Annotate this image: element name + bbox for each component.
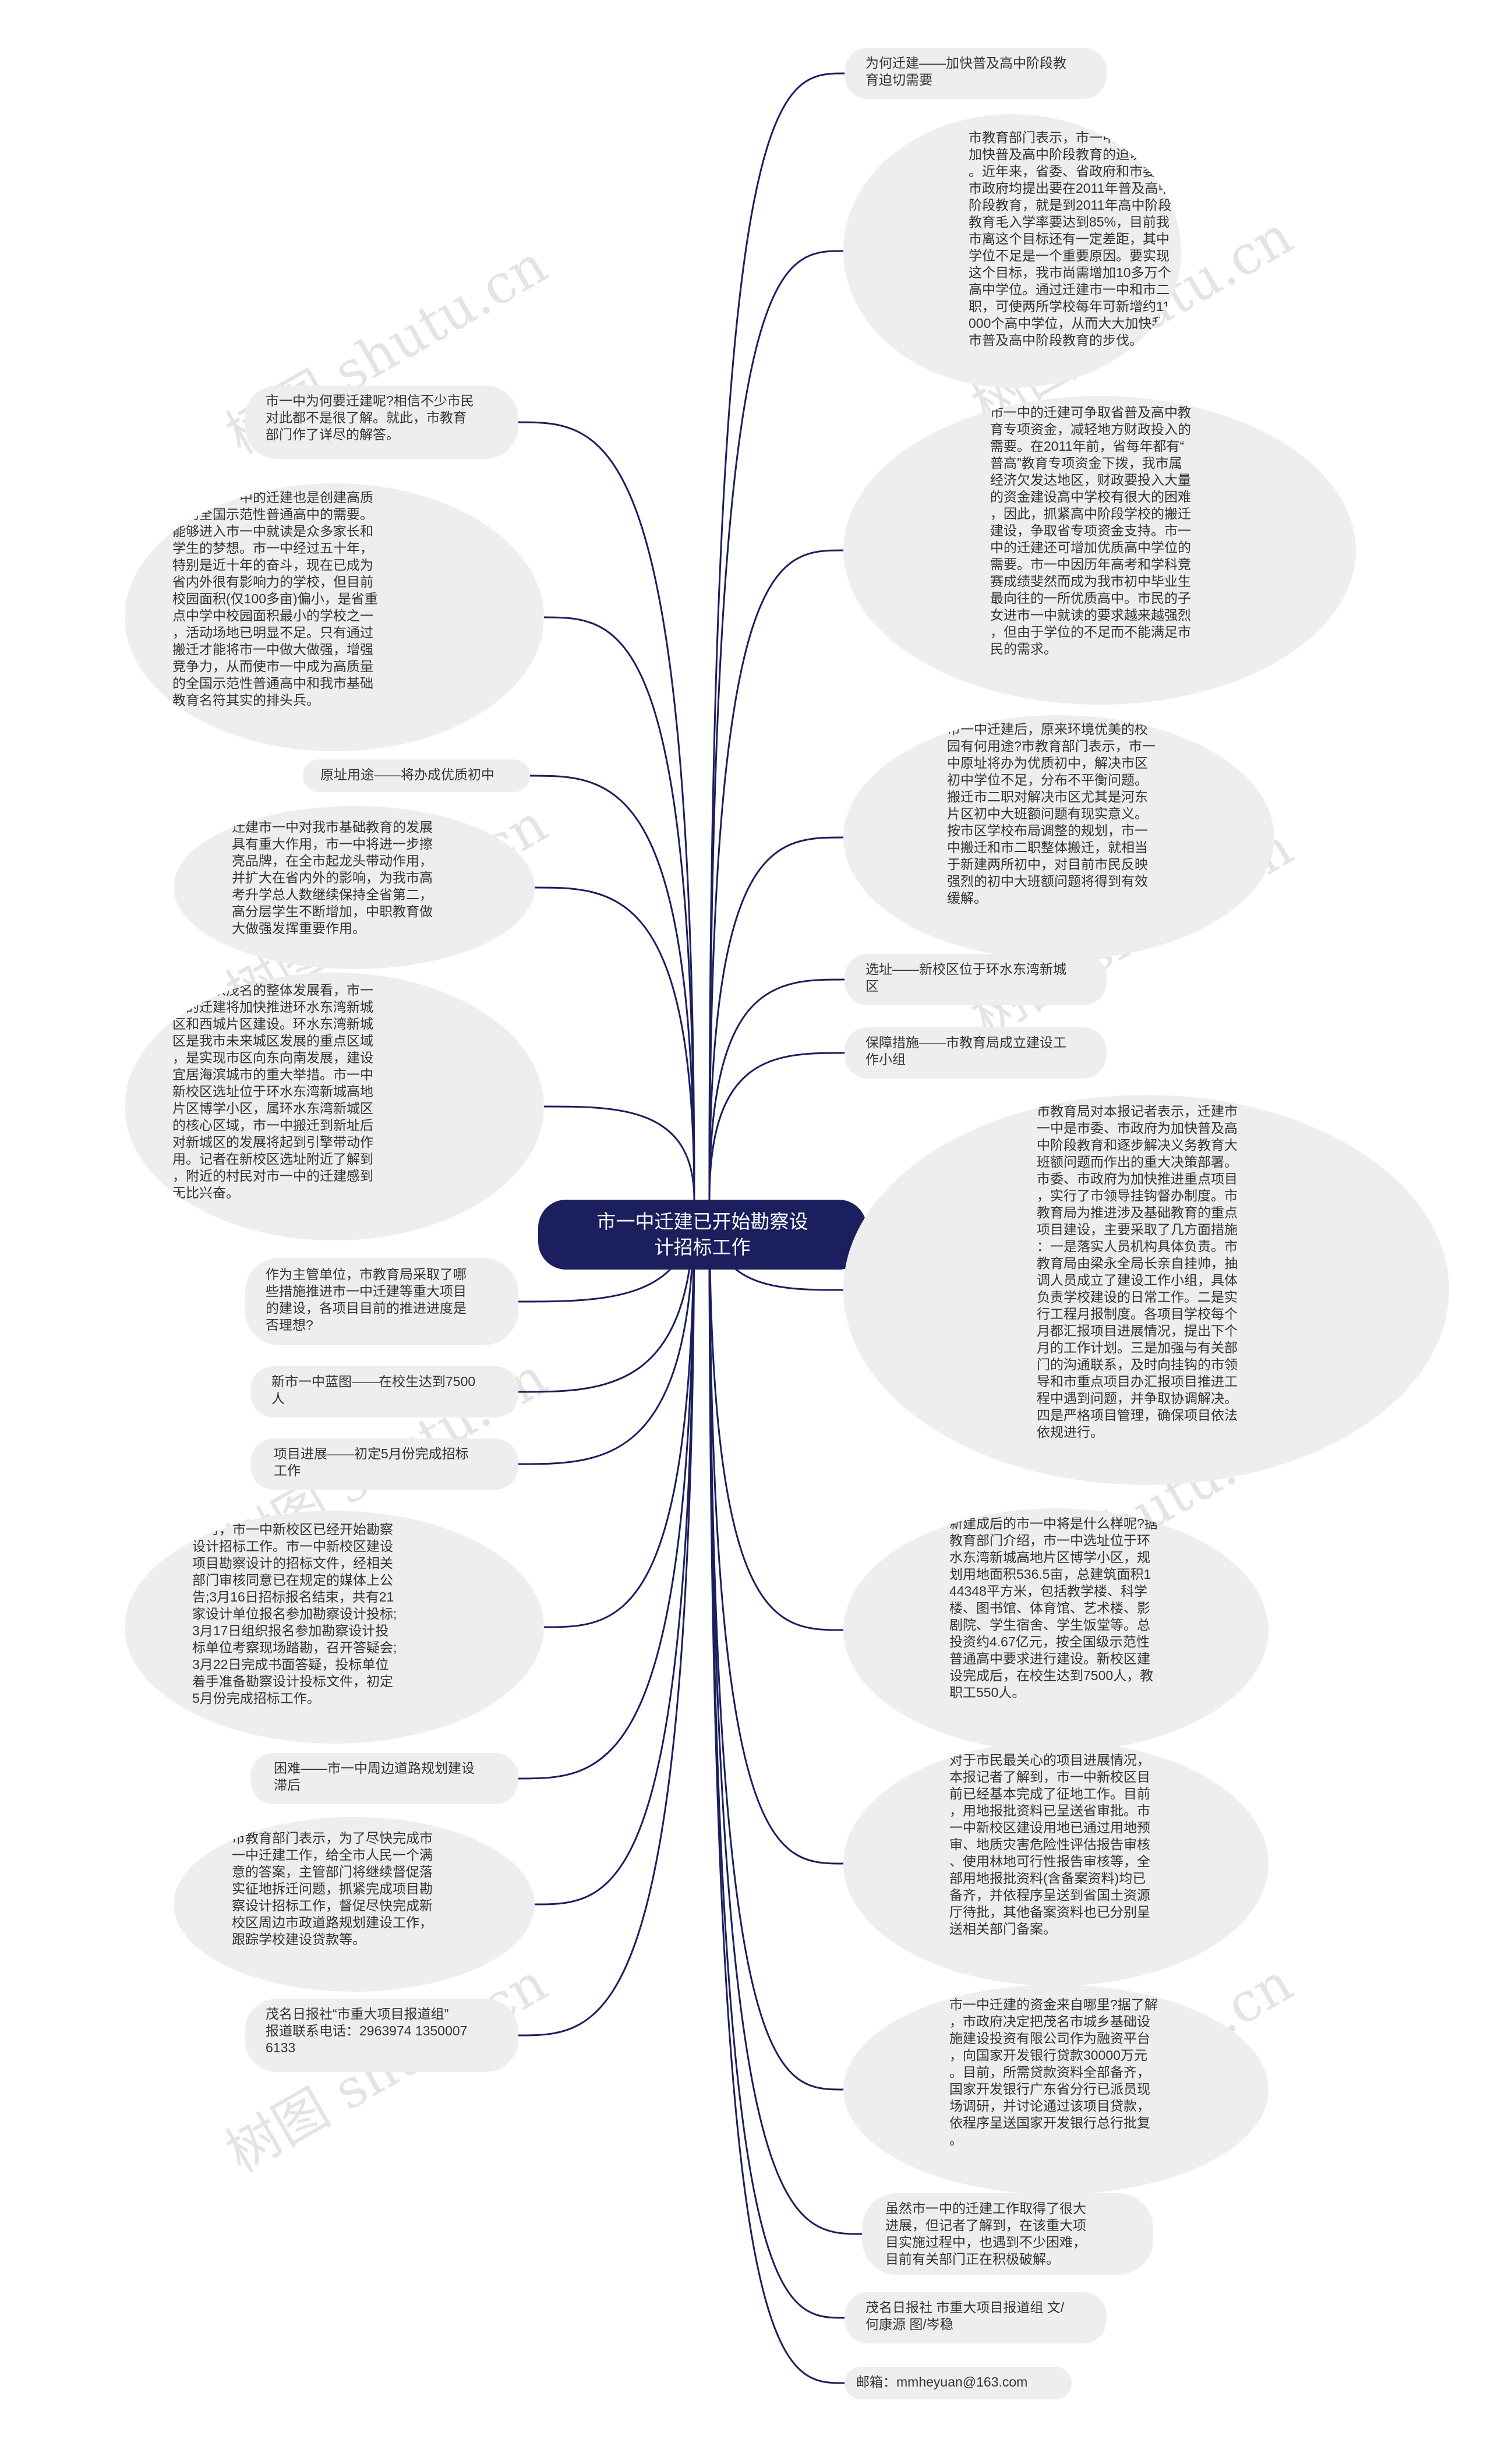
connector-l5: [543, 1105, 695, 1200]
connector-r4: [708, 836, 844, 1200]
connector-l4: [534, 886, 695, 1200]
connector-r11: [708, 1199, 863, 2235]
topic-node[interactable]: 困难——市一中周边道路规划建设 滞后: [250, 1753, 518, 1804]
topic-node[interactable]: 同时，市一中新校区已经开始勘察 设计招标工作。市一中新校区建设 项目勘察设计的招…: [125, 1511, 544, 1744]
topic-node[interactable]: 市一中的迁建可争取省普及高中教 育专项资金，减轻地方财政投入的 需要。在2011…: [843, 396, 1356, 705]
topic-node[interactable]: 迁建市一中对我市基础教育的发展 具有重大作用，市一中将进一步擦 亮品牌，在全市起…: [174, 806, 535, 969]
connector-l11: [534, 1199, 695, 1906]
connector-l1: [518, 421, 695, 1200]
root-topic[interactable]: 市一中迁建已开始勘察设 计招标工作: [538, 1200, 867, 1270]
topic-node[interactable]: 虽然市一中的迁建工作取得了很大 进展，但记者了解到，在该重大项 目实施过程中，也…: [862, 2193, 1153, 2275]
connector-l12: [518, 1199, 695, 2037]
topic-node[interactable]: 市教育部门表示，为了尽快完成市 一中迁建工作，给全市人民一个满 意的答案，主管部…: [174, 1817, 535, 1992]
connector-r5: [708, 978, 845, 1200]
topic-node[interactable]: 市一中迁建后，原来环境优美的校 园有何用途?市教育部门表示，市一 中原址将办为优…: [843, 715, 1274, 960]
connector-l9: [543, 1199, 695, 1628]
topic-node[interactable]: 市一中为何要迁建呢?相信不少市民 对此都不是很了解。就此，市教育 部门作了详尽的…: [245, 386, 518, 459]
connector-r6: [708, 1052, 845, 1200]
connector-r12: [708, 1199, 845, 2319]
topic-node[interactable]: 市教育局对本报记者表示，迁建市 一中是市委、市政府为加快普及高 中阶段教育和逐步…: [843, 1095, 1449, 1485]
topic-node[interactable]: 市教育部门表示，市一中的迁建是 加快普及高中阶段教育的迫切需要 。近年来，省委、…: [843, 114, 1181, 388]
topic-node[interactable]: 作为主管单位，市教育局采取了哪 些措施推进市一中迁建等重大项目 的建设，各项目目…: [245, 1258, 518, 1345]
topic-node[interactable]: 原址用途——将办成优质初中: [303, 759, 530, 792]
connector-r13: [708, 1199, 845, 2384]
connector-r3: [708, 549, 844, 1200]
topic-node[interactable]: 新建成后的市一中将是什么样呢?据 教育部门介绍，市一中选址位于环 水东湾新城高地…: [843, 1508, 1269, 1752]
topic-node[interactable]: 同时，市一中的迁建也是创建高质 量的全国示范性普通高中的需要。 能够进入市一中就…: [125, 483, 544, 751]
connector-l2: [543, 616, 695, 1200]
connector-l7: [518, 1199, 695, 1393]
topic-node[interactable]: 项目进展——初定5月份完成招标 工作: [250, 1438, 518, 1490]
topic-node[interactable]: 选址——新校区位于环水东湾新城 区: [845, 954, 1107, 1005]
topic-node[interactable]: 茂名日报社 市重大项目报道组 文/ 何康源 图/岑稳: [845, 2292, 1107, 2343]
connector-r1: [708, 72, 845, 1200]
topic-node[interactable]: 另外，从茂名的整体发展看，市一 中的迁建将加快推进环水东湾新城 区和西城片区建设…: [125, 973, 544, 1240]
connector-l8: [518, 1199, 695, 1465]
topic-node[interactable]: 为何迁建——加快普及高中阶段教 育迫切需要: [845, 48, 1107, 99]
connector-r10: [708, 1199, 844, 2091]
topic-node[interactable]: 茂名日报社“市重大项目报道组” 报道联系电话：2963974 1350007 6…: [245, 1999, 518, 2072]
topic-node[interactable]: 保障措施——市教育局成立建设工 作小组: [845, 1027, 1107, 1079]
topic-node[interactable]: 对于市民最关心的项目进展情况， 本报记者了解到，市一中新校区目 前已经基本完成了…: [843, 1741, 1269, 1986]
connector-l3: [529, 775, 695, 1200]
topic-node[interactable]: 新市一中蓝图——在校生达到7500 人: [250, 1366, 518, 1417]
connector-l10: [518, 1199, 695, 1780]
connector-r8: [708, 1199, 844, 1631]
topic-node[interactable]: 邮箱：mmheyuan@163.com: [845, 2367, 1072, 2399]
connector-r9: [708, 1199, 844, 1865]
topic-node[interactable]: 市一中迁建的资金来自哪里?据了解 ，市政府决定把茂名市城乡基础设 施建设投资有限…: [843, 1985, 1269, 2194]
connector-r2: [708, 250, 844, 1200]
